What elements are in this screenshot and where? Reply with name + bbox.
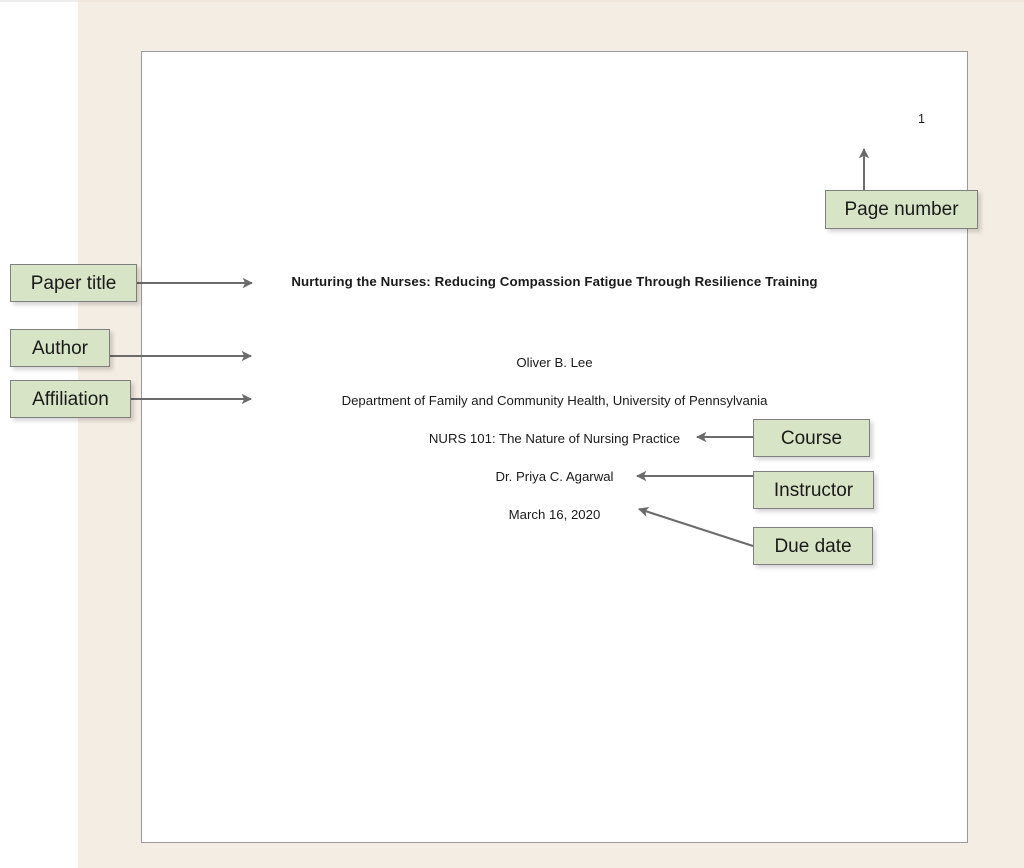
callout-paper-title-label: Paper title xyxy=(30,272,117,294)
callout-author[interactable]: Author xyxy=(10,329,110,367)
document-affiliation: Department of Family and Community Healt… xyxy=(341,393,768,408)
document-page-number: 1 xyxy=(918,112,925,126)
callout-author-label: Author xyxy=(32,337,88,359)
callout-page-number[interactable]: Page number xyxy=(825,190,978,229)
document-author: Oliver B. Lee xyxy=(516,355,593,370)
callout-page-number-label: Page number xyxy=(844,199,959,220)
document-course: NURS 101: The Nature of Nursing Practice xyxy=(428,431,681,446)
left-gutter-top-edge xyxy=(0,0,78,2)
callout-course-label: Course xyxy=(780,427,843,449)
callout-paper-title[interactable]: Paper title xyxy=(10,264,137,302)
callout-affiliation[interactable]: Affiliation xyxy=(10,380,131,418)
callout-instructor-label: Instructor xyxy=(773,479,854,501)
callout-due-date-label: Due date xyxy=(774,535,852,557)
document-title: Nurturing the Nurses: Reducing Compassio… xyxy=(291,274,818,289)
left-white-gutter xyxy=(0,0,78,868)
workspace-top-edge xyxy=(78,0,1024,2)
document-instructor: Dr. Priya C. Agarwal xyxy=(495,469,614,484)
callout-instructor[interactable]: Instructor xyxy=(753,471,874,509)
callout-due-date[interactable]: Due date xyxy=(753,527,873,565)
callout-course[interactable]: Course xyxy=(753,419,870,457)
callout-affiliation-label: Affiliation xyxy=(32,388,109,410)
document-due-date: March 16, 2020 xyxy=(508,507,601,522)
